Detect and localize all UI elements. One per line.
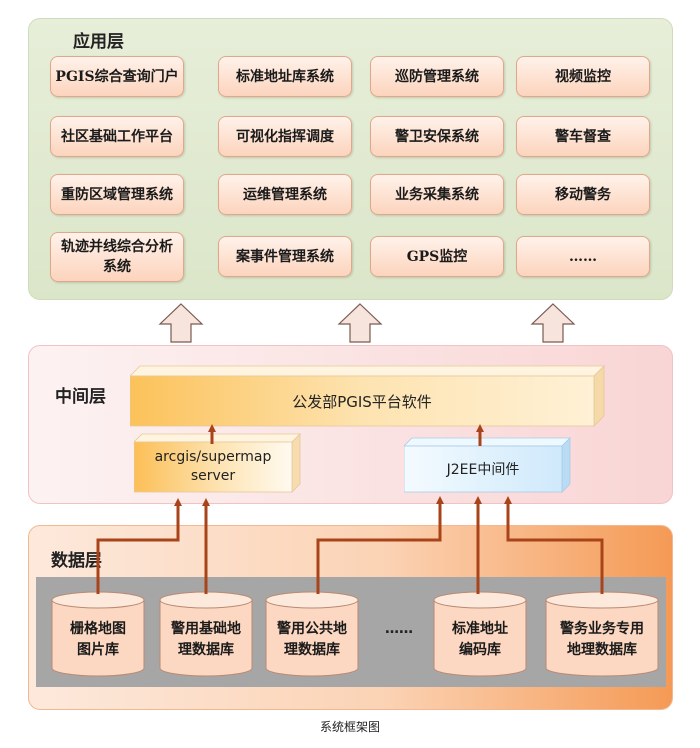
middle-layer-title: 中间层 <box>55 387 106 407</box>
arrow-public-geo-to-j2ee <box>316 496 444 594</box>
database-cylinder-icon <box>265 591 359 677</box>
db-standard-address-code-label: 标准地址 编码库 <box>452 621 508 658</box>
db-police-public-geo-label: 警用公共地 理数据库 <box>277 621 347 658</box>
gis-server-box <box>134 433 301 493</box>
db-police-business-geo-label: 警务业务专用 地理数据库 <box>560 621 644 658</box>
gis-server-label: arcgis/supermap server <box>154 449 272 484</box>
pgis-platform-label: 公发部PGIS平台软件 <box>292 392 432 411</box>
module-business-collection: 业务采集系统 <box>370 174 504 215</box>
database-cylinder-icon <box>159 591 253 677</box>
more-databases-ellipsis: …… <box>385 621 413 637</box>
module-gps-monitoring: GPS监控 <box>370 236 504 277</box>
module-police-car-supervision: 警车督查 <box>516 116 650 157</box>
module-pgis-portal: PGIS综合查询门户 <box>50 56 184 97</box>
up-arrow-icon <box>158 303 204 343</box>
module-community-platform: 社区基础工作平台 <box>50 116 184 157</box>
data-layer-title: 数据层 <box>51 551 102 571</box>
db-police-basic-geo-label: 警用基础地 理数据库 <box>171 621 241 658</box>
database-cylinder-icon <box>433 591 527 677</box>
arrow-business-geo-to-j2ee <box>504 496 604 594</box>
module-video-monitoring: 视频监控 <box>516 56 650 97</box>
db-raster-map-label: 栅格地图 图片库 <box>70 621 126 658</box>
module-trajectory-analysis: 轨迹并线综合分析 系统 <box>50 232 184 282</box>
j2ee-box <box>404 437 571 493</box>
pgis-platform-box <box>130 365 605 427</box>
arrow-raster-to-gis <box>96 498 182 594</box>
j2ee-label: J2EE中间件 <box>446 462 520 478</box>
module-key-area-management: 重防区域管理系统 <box>50 174 184 215</box>
database-cylinder-icon <box>51 591 145 677</box>
module-visual-dispatch: 可视化指挥调度 <box>218 116 352 157</box>
application-layer-title: 应用层 <box>73 32 124 52</box>
module-more-ellipsis: …… <box>516 236 650 277</box>
up-arrow-icon <box>337 303 383 343</box>
module-patrol-management: 巡防管理系统 <box>370 56 504 97</box>
database-cylinder-icon <box>545 591 659 677</box>
module-operations-maintenance: 运维管理系统 <box>218 174 352 215</box>
up-arrow-icon <box>530 303 576 343</box>
module-standard-address: 标准地址库系统 <box>218 56 352 97</box>
figure-caption: 系统框架图 <box>319 720 380 734</box>
module-guard-security: 警卫安保系统 <box>370 116 504 157</box>
module-case-management: 案事件管理系统 <box>218 236 352 277</box>
module-mobile-policing: 移动警务 <box>516 174 650 215</box>
